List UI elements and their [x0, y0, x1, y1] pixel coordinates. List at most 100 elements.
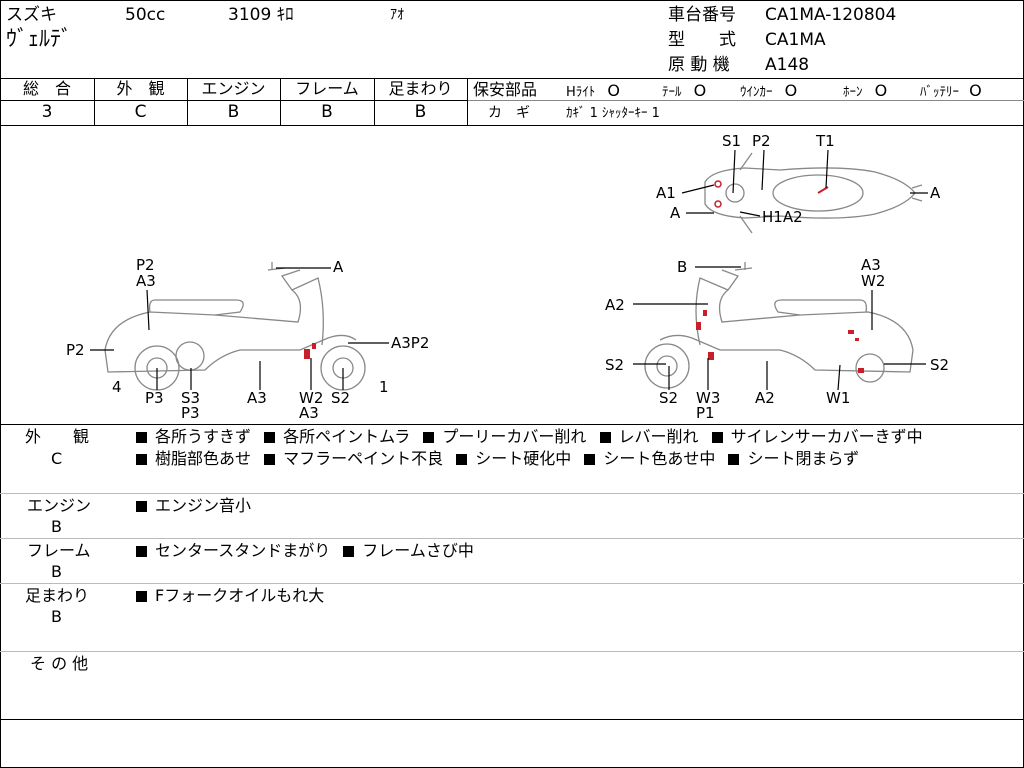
grade-header-suspension: 足まわり — [388, 79, 453, 98]
model-name: ｳﾞｪﾙﾃﾞ — [6, 27, 73, 52]
remark-item: マフラーペイント不良 — [283, 449, 444, 468]
diagram-label: 1 — [379, 378, 389, 396]
remark-item: エンジン音小 — [155, 496, 252, 515]
remark-item: シート硬化中 — [475, 449, 572, 468]
bullet-icon — [423, 432, 435, 443]
diagram-label: A — [930, 184, 941, 202]
remark-item: センタースタンドまがり — [155, 541, 331, 560]
safety-item-horn: ﾎｰﾝ O — [843, 82, 887, 102]
diagram-label: A3 — [861, 256, 881, 274]
bullet-icon — [599, 432, 611, 443]
bullet-icon — [456, 454, 468, 465]
remark-item: プーリーカバー削れ — [442, 427, 587, 446]
divider — [0, 424, 1024, 425]
divider — [0, 78, 1024, 79]
divider — [0, 125, 1024, 126]
bullet-icon — [728, 454, 740, 465]
diagram-label: H1A2 — [762, 208, 803, 226]
remark-line: センタースタンドまがり フレームさび中 — [136, 542, 482, 560]
diagram-label: A1 — [656, 184, 676, 202]
section-title-frame: フレーム — [27, 541, 91, 560]
divider — [467, 78, 468, 125]
remark-item: サイレンサーカバーきず中 — [730, 427, 923, 446]
diagram-label: P2 — [752, 132, 771, 150]
bullet-icon — [343, 546, 355, 557]
remark-line: エンジン音小 — [136, 497, 259, 515]
diagram-label: A3 — [136, 272, 156, 290]
diagram-label: P2 — [136, 256, 155, 274]
remark-item: シート閉まらず — [747, 449, 860, 468]
remark-item: 各所うすきず — [155, 427, 252, 446]
section-grade-frame: B — [51, 562, 62, 581]
bullet-icon — [264, 454, 276, 465]
bullet-icon — [584, 454, 596, 465]
diagram-label: A3 — [247, 389, 267, 407]
diagram-label: S2 — [331, 389, 350, 407]
divider — [0, 719, 1024, 720]
remark-item: 樹脂部色あせ — [155, 449, 252, 468]
safety-parts-label: 保安部品 — [473, 80, 538, 99]
right-view-labels: B A3 W2 A2 S2 S2 S2 W3 P1 A2 W1 — [605, 256, 949, 422]
top-view-bike — [704, 152, 923, 234]
safety-item-name: ｳｲﾝｶｰ — [740, 85, 773, 100]
diagram-label: W1 — [826, 389, 850, 407]
remark-item: Fフォークオイルもれ大 — [155, 586, 325, 605]
section-grade-exterior: C — [51, 449, 63, 468]
safety-item-mark: O — [874, 81, 888, 100]
remark-item: 各所ペイントムラ — [283, 427, 411, 446]
safety-item-name: ﾊﾞｯﾃﾘｰ — [920, 85, 959, 100]
divider — [0, 493, 1024, 494]
diagram-label: A — [333, 258, 344, 276]
safety-item-mark: O — [784, 81, 798, 100]
safety-item-headlight: Hﾗｲﾄ O — [566, 82, 620, 102]
grade-header-exterior: 外 観 — [116, 79, 165, 98]
engine-cc: 50cc — [125, 5, 166, 25]
diagram-label: W2 — [299, 389, 323, 407]
bullet-icon — [136, 501, 147, 512]
divider — [0, 538, 1024, 539]
safety-item-mark: O — [607, 81, 621, 100]
divider — [187, 78, 188, 125]
section-title-engine: エンジン — [27, 496, 92, 515]
diagram-label: S2 — [659, 389, 678, 407]
diagram-label: P3 — [181, 404, 200, 422]
safety-item-name: Hﾗｲﾄ — [566, 85, 596, 100]
maker: スズキ — [6, 5, 57, 25]
top-view-labels: S1 P2 T1 A1 A A H1A2 — [656, 132, 941, 226]
section-grade-suspension: B — [51, 607, 62, 626]
diagram-label: P2 — [66, 341, 85, 359]
grade-header-frame: フレーム — [295, 79, 359, 98]
grade-header-engine: エンジン — [201, 79, 266, 98]
remark-item: レバー削れ — [618, 427, 699, 446]
grade-frame: B — [321, 102, 333, 122]
left-view-labels: P2 A3 A P2 A3P2 4 P3 S3 P3 A3 W2 A3 S2 1 — [66, 256, 429, 422]
bullet-icon — [136, 454, 147, 465]
diagram-label: P3 — [145, 389, 164, 407]
key-value: ｶｷﾞ 1 ｼｬｯﾀｰｷｰ 1 — [566, 106, 660, 121]
diagram-label: A3 — [299, 404, 319, 422]
safety-item-name: ﾎｰﾝ — [843, 85, 863, 100]
grade-header-overall: 総 合 — [22, 79, 71, 98]
grade-suspension: B — [414, 102, 427, 122]
remark-item: シート色あせ中 — [603, 449, 716, 468]
divider — [280, 78, 281, 125]
remark-line: 各所うすきず 各所ペイントムラ プーリーカバー削れ レバー削れ サイレンサーカバ… — [136, 428, 931, 446]
diagram-label: B — [677, 258, 687, 276]
diagram-label: T1 — [815, 132, 835, 150]
grade-exterior: C — [134, 102, 147, 122]
divider — [94, 78, 95, 125]
diagram-label: A2 — [755, 389, 775, 407]
mileage: 3109 ｷﾛ — [228, 5, 294, 25]
section-title-other: そ の 他 — [30, 654, 89, 673]
safety-item-winker: ｳｲﾝｶｰ O — [740, 82, 797, 102]
key-label: カ ギ — [488, 105, 530, 121]
remark-line: 樹脂部色あせ マフラーペイント不良 シート硬化中 シート色あせ中 シート閉まらず — [136, 450, 867, 468]
type-value: CA1MA — [765, 30, 826, 50]
remark-item: フレームさび中 — [362, 541, 474, 560]
diagram-label: P1 — [696, 404, 715, 422]
right-view-bike — [644, 262, 914, 389]
remark-line: Fフォークオイルもれ大 — [136, 587, 332, 605]
bullet-icon — [711, 432, 723, 443]
bullet-icon — [136, 546, 147, 557]
diagram-label: A3P2 — [391, 334, 429, 352]
